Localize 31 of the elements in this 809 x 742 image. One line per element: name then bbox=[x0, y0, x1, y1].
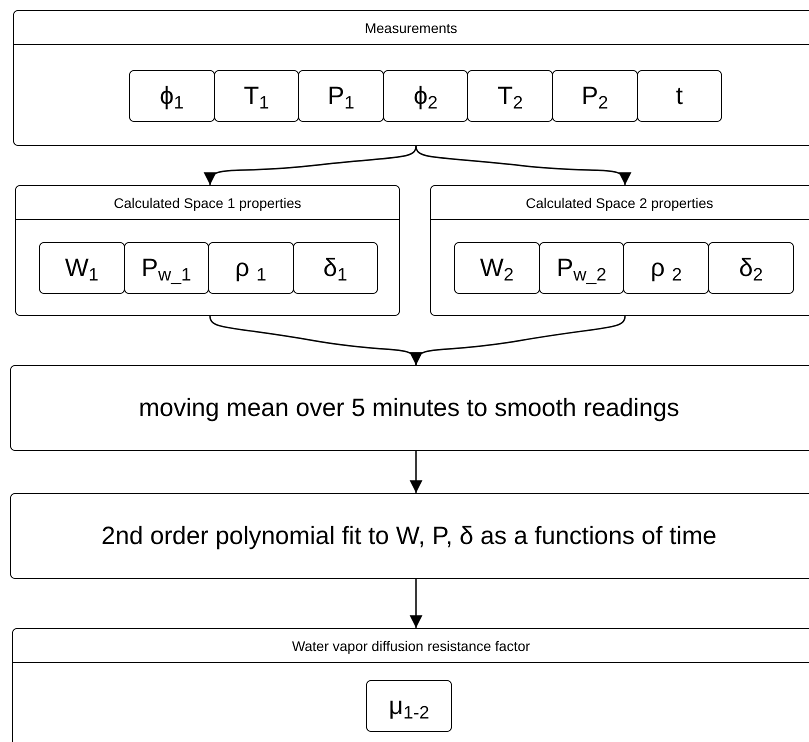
group-container bbox=[13, 10, 809, 146]
variable-box: P$_{w_2}$ bbox=[538, 242, 624, 294]
section-header: Measurements bbox=[14, 11, 809, 45]
arrow bbox=[415, 146, 630, 186]
variable-box: μ$_{1-2}$ bbox=[366, 680, 452, 732]
arrow bbox=[410, 451, 422, 493]
variable-box: T$_{1}$ bbox=[214, 70, 300, 122]
variable-box: δ$_{2}$ bbox=[708, 242, 794, 294]
variable-box: δ$_{1}$ bbox=[292, 242, 378, 294]
arrow bbox=[410, 579, 422, 628]
arrow bbox=[410, 316, 626, 366]
variable-box: ϕ$_{2}$ bbox=[382, 70, 468, 122]
variable-box: t bbox=[636, 70, 722, 122]
variable-box: ρ $_{1}$ bbox=[208, 242, 294, 294]
variable-box: P$_{1}$ bbox=[298, 70, 384, 122]
variable-box: ϕ$_{1}$ bbox=[129, 70, 215, 122]
variable-box: ρ $_{2}$ bbox=[623, 242, 710, 294]
section-header: Calculated Space 2 properties bbox=[431, 186, 809, 220]
section-header: Calculated Space 1 properties bbox=[16, 186, 399, 220]
process-box: 2nd order polynomial fit to W, P, δ as a functions of time bbox=[10, 493, 809, 579]
variable-box: P$_{2}$ bbox=[552, 70, 638, 122]
variable-box: T$_{2}$ bbox=[467, 70, 553, 122]
group-container bbox=[430, 185, 809, 316]
group-container bbox=[12, 628, 809, 742]
process-box: moving mean over 5 minutes to smooth readings bbox=[10, 365, 809, 451]
variable-box: W$_{2}$ bbox=[454, 242, 540, 294]
arrow bbox=[204, 146, 417, 186]
variable-box: W$_{1}$ bbox=[39, 242, 124, 294]
section-header: Water vapor diffusion resistance factor bbox=[13, 629, 809, 663]
group-container bbox=[15, 185, 400, 316]
variable-box: P$_{w_1}$ bbox=[124, 242, 209, 294]
